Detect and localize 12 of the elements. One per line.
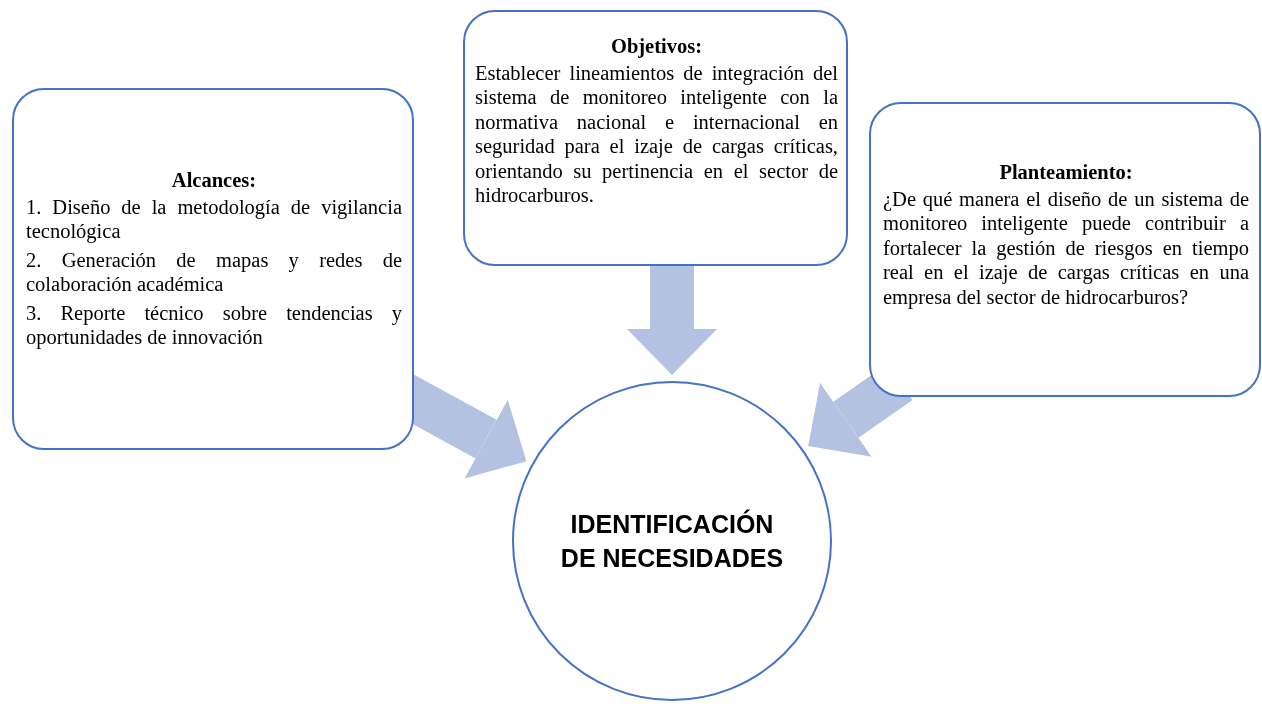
box-heading: Planteamiento:: [998, 160, 1134, 185]
text-box: [12, 88, 414, 450]
box-text: 1. Diseño de la metodología de vigilancia tecnológica: [26, 194, 402, 244]
box-text: Establecer lineamientos de integración del sistema de monitoreo inteligente con la normativa nacional e internacional en seguridad para el izaje de cargas críticas, orientando su pertinencia en el sector de hidrocarburos.: [475, 60, 838, 208]
box-text: 3. Reporte técnico sobre tendencias y oportunidades de innovación: [26, 300, 402, 350]
node-label: IDENTIFICACIÓN DE NECESIDADES: [559, 508, 785, 574]
box-text: ¿De qué manera el diseño de un sistema de monitoreo inteligente puede contribuir a fortalecer la gestión de riesgos en tiempo real en el izaje de cargas críticas en una empresa del sector de hidrocarburos?: [883, 186, 1249, 309]
box-heading: Objetivos:: [609, 34, 704, 59]
box-text: 2. Generación de mapas y redes de colaboración académica: [26, 247, 402, 297]
text-box: [463, 10, 848, 266]
box-heading: Alcances:: [170, 168, 258, 193]
text-box: [869, 102, 1261, 397]
